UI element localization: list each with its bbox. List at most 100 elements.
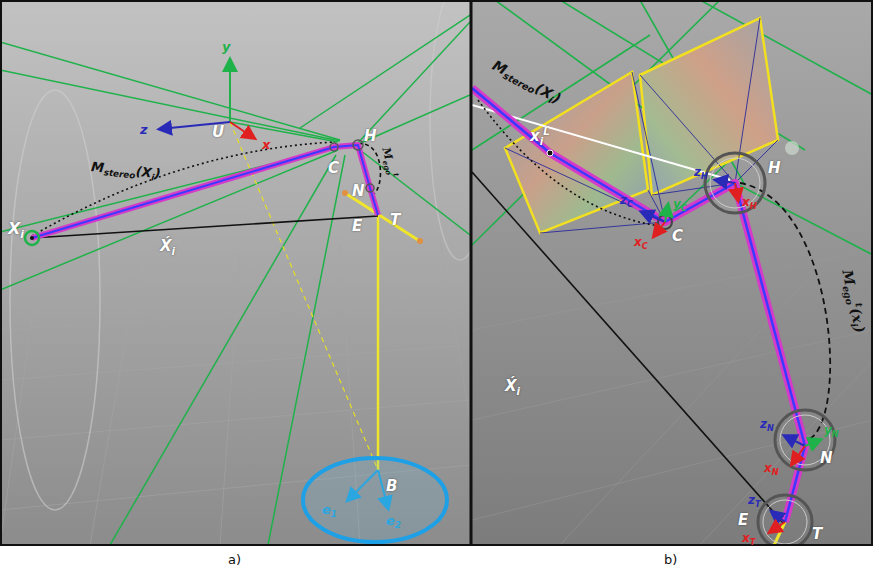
joint-dot	[417, 238, 423, 244]
symbol-label: C	[328, 160, 339, 177]
symbol-text: M	[91, 159, 105, 175]
kinematic-chain	[32, 145, 378, 238]
joint-ring	[775, 410, 835, 470]
frustum-line	[0, 42, 340, 140]
symbol-text: E	[352, 217, 362, 235]
panel-letter: a)	[228, 553, 241, 567]
support-ellipse	[303, 458, 447, 542]
camera-frustum	[0, 15, 470, 545]
symbol-label: Mstereo(Xi)	[489, 58, 564, 109]
axis-z	[772, 512, 785, 522]
subscript-text: T	[755, 499, 761, 509]
axis-y	[229, 60, 231, 122]
symbol-text: z	[748, 493, 755, 507]
symbol-text: x	[530, 127, 540, 145]
symbol-label: X́i	[505, 378, 520, 397]
superscript-text: t	[391, 172, 401, 178]
symbol-label: E	[352, 218, 362, 235]
symbol-label: Xi	[8, 220, 24, 241]
figure-border	[1, 1, 872, 545]
subscript-text: N	[767, 423, 774, 433]
basis-e1	[348, 470, 378, 500]
ego-mapping-curve	[740, 183, 830, 440]
symbol-label: z	[140, 123, 148, 137]
axis-z	[785, 436, 805, 446]
symbol-text: )	[154, 166, 161, 182]
frustum-line	[356, 95, 470, 145]
symbol-label: zC	[620, 194, 633, 209]
frustum-line	[0, 70, 340, 141]
symbol-text: x	[742, 531, 750, 545]
subscript-text: 1	[331, 509, 337, 519]
subscript-text: ego	[381, 159, 394, 176]
kinematic-chain-core	[472, 88, 805, 522]
symbol-text: X	[8, 219, 20, 238]
frustum-line	[230, 122, 338, 142]
subscript-text: C	[642, 241, 648, 251]
symbol-text: y	[824, 423, 832, 437]
frustum-line	[360, 150, 470, 235]
symbol-text: M	[379, 146, 395, 161]
symbol-label: Megot(xi)	[837, 268, 869, 335]
symbol-text: e	[322, 502, 331, 517]
subscript-text: ego	[841, 285, 856, 306]
symbol-text: a)	[228, 552, 241, 567]
symbol-text: y	[673, 197, 681, 211]
symbol-text: U	[212, 123, 224, 141]
subscript-text: N	[832, 429, 839, 439]
symbol-text: M	[840, 268, 859, 286]
subscript-text: C	[681, 203, 687, 213]
symbol-label: C	[672, 228, 683, 245]
symbol-text: (X	[135, 164, 152, 181]
symbol-text: C	[328, 159, 339, 177]
frustum-line	[356, 22, 470, 145]
symbol-text: (x	[848, 306, 867, 324]
symbol-text: z	[694, 165, 701, 179]
frustum-line	[300, 15, 470, 128]
background-arc	[430, 0, 470, 260]
subscript-text: N	[772, 467, 779, 477]
kinematic-chain-core	[32, 145, 378, 238]
symbol-label: e2	[386, 514, 401, 531]
symbol-label: H	[364, 128, 377, 145]
symbol-text: x	[262, 137, 270, 152]
point-marker	[25, 231, 39, 245]
symbol-label: N	[820, 450, 833, 467]
symbol-text: z	[760, 417, 767, 431]
symbol-label: y	[222, 40, 230, 54]
symbol-text: T	[390, 211, 400, 229]
symbol-label: x	[262, 138, 270, 152]
frustum-line	[0, 150, 338, 290]
subscript-text: C	[627, 199, 633, 209]
symbol-label: E	[738, 512, 748, 529]
frustum-line	[110, 155, 336, 545]
axis-x	[735, 183, 738, 200]
subscript-text: i	[540, 136, 544, 147]
grid-line	[0, 240, 470, 545]
subscript-text: 2	[395, 520, 401, 530]
sphere-marker	[785, 141, 799, 155]
axis-z	[642, 212, 665, 222]
joint-ring	[705, 153, 765, 213]
axis-y	[665, 205, 668, 222]
panel-divider	[470, 0, 473, 545]
axis-x	[792, 446, 805, 464]
panel-b	[472, 0, 873, 545]
background-arc	[10, 90, 100, 510]
symbol-text: N	[352, 182, 365, 200]
panel-a	[0, 0, 470, 545]
symbol-text: B	[386, 477, 397, 495]
symbol-label: xT	[742, 532, 755, 547]
symbol-text: C	[672, 227, 683, 245]
joint-ring	[758, 495, 812, 545]
panel-background	[0, 0, 470, 545]
joint-marker	[353, 140, 363, 150]
joint-dot	[342, 190, 348, 196]
symbol-label: B	[386, 478, 397, 495]
body-axis	[377, 216, 380, 470]
symbol-label: zH	[694, 166, 708, 181]
symbol-label: xC	[634, 236, 648, 251]
